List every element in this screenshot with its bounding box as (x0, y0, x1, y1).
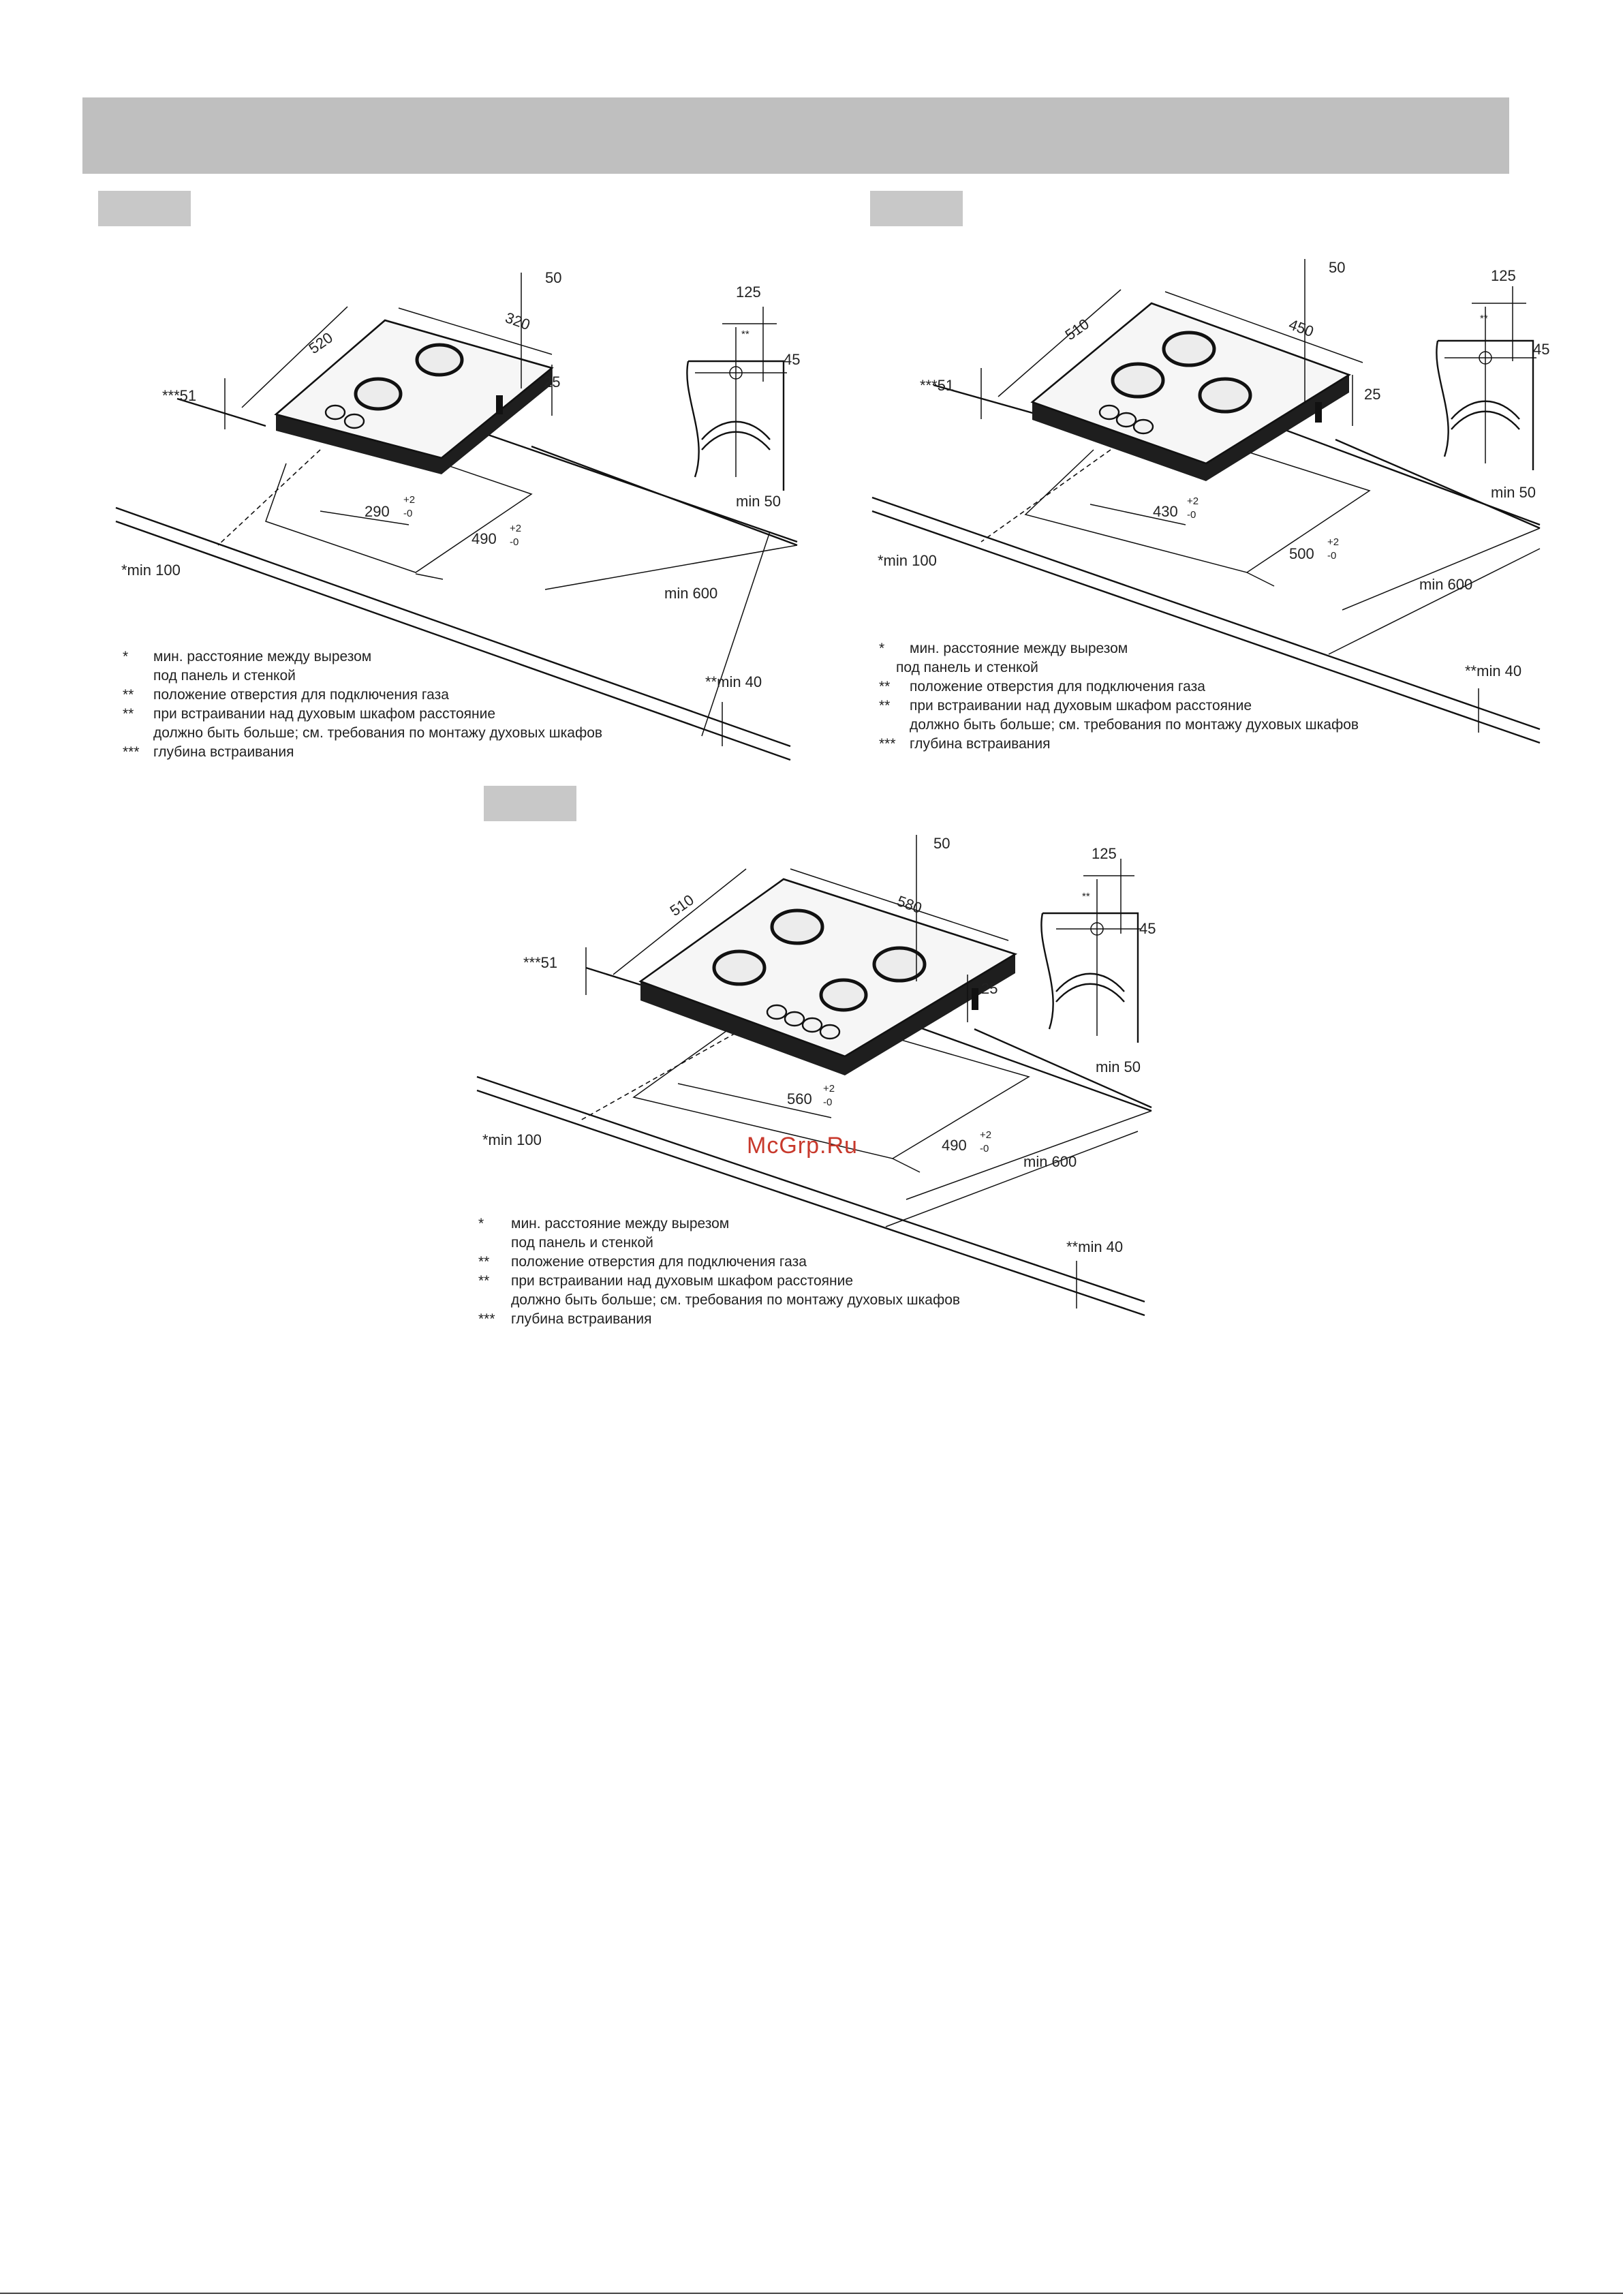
notes: * мин. расстояние между вырезом под пане… (123, 649, 602, 760)
note-mark: *** (879, 736, 896, 752)
note-text: глубина встраивания (910, 736, 1050, 752)
tol-plus-w: +2 (1187, 495, 1199, 507)
tol-plus-d: +2 (510, 523, 521, 534)
dim-gas-mark: ** (741, 328, 749, 340)
dim-depth: 320 (503, 309, 532, 333)
dim-gas-offset: 125 (1491, 267, 1516, 284)
notes: * мин. расстояние между вырезом под пане… (478, 1216, 960, 1327)
dim-gas-mark: ** (1480, 313, 1488, 324)
note-text: должно быть больше; см. требования по мо… (511, 1292, 960, 1308)
dim-front-min: min 600 (664, 585, 717, 602)
dim-cutout-width: 560 (787, 1090, 812, 1107)
dim-side-min: *min 100 (121, 562, 181, 579)
dim-width: 510 (1062, 316, 1092, 344)
dim-gas-offset: 125 (736, 284, 761, 301)
dim-depth-mark: ***51 (920, 377, 954, 394)
tol-minus-d: -0 (1327, 550, 1336, 562)
note-mark: * (478, 1216, 484, 1231)
dim-width: 520 (306, 329, 336, 358)
note-text: при встраивании над духовым шкафом расст… (153, 706, 495, 722)
note-text: должно быть больше; см. требования по мо… (910, 717, 1359, 733)
dim-below-min: **min 40 (705, 673, 762, 690)
note-mark: *** (478, 1311, 495, 1327)
note-text: при встраивании над духовым шкафом расст… (910, 698, 1252, 714)
dim-below-min: **min 40 (1066, 1238, 1123, 1255)
dim-below-min: **min 40 (1465, 662, 1521, 679)
dim-wall-min: min 50 (1096, 1058, 1141, 1075)
footer-divider (0, 2293, 1623, 2294)
dim-gas-height: 45 (1139, 920, 1156, 937)
note-text: мин. расстояние между вырезом (153, 649, 371, 664)
dim-gas-mark: ** (1082, 891, 1090, 902)
dim-wall-min: min 50 (736, 493, 781, 510)
note-mark: ** (123, 687, 134, 703)
note-text: должно быть больше; см. требования по мо… (153, 725, 602, 741)
note-text: мин. расстояние между вырезом (910, 641, 1128, 656)
dim-cutout-depth: 500 (1289, 545, 1314, 562)
dim-gas-offset: 125 (1092, 845, 1117, 862)
figure-tag-3 (484, 786, 576, 821)
dim-back-gap: 50 (933, 835, 950, 852)
note-mark: ** (879, 698, 890, 714)
tol-plus-w: +2 (823, 1083, 835, 1095)
note-text: положение отверстия для подключения газа (511, 1254, 807, 1270)
dim-wall-min: min 50 (1491, 484, 1536, 501)
note-text: положение отверстия для подключения газа (910, 679, 1205, 694)
dim-height-top: 25 (544, 373, 560, 391)
dim-cutout-width: 430 (1153, 503, 1178, 520)
notes: * мин. расстояние между вырезом под пане… (879, 641, 1359, 752)
dim-depth-mark: ***51 (523, 954, 557, 971)
tol-minus-d: -0 (510, 536, 519, 548)
note-mark: * (879, 641, 884, 656)
dim-width: 510 (667, 891, 697, 920)
dim-depth-mark: ***51 (162, 387, 196, 404)
figure-tag-1 (98, 191, 191, 226)
note-text: глубина встраивания (153, 744, 294, 760)
note-text: под панель и стенкой (896, 660, 1038, 675)
note-text: под панель и стенкой (153, 668, 296, 684)
dim-side-min: *min 100 (482, 1131, 542, 1148)
note-text: глубина встраивания (511, 1311, 651, 1327)
note-mark: * (123, 649, 128, 664)
note-mark: ** (478, 1254, 489, 1270)
tol-plus-d: +2 (1327, 536, 1339, 548)
figure-tag-2 (870, 191, 963, 226)
dim-cutout-depth: 490 (472, 530, 497, 547)
installation-diagram-2: 510 450 50 25 ***51 430 +2 -0 500 +2 -0 … (865, 245, 1549, 763)
note-mark: ** (879, 679, 890, 694)
note-mark: ** (123, 706, 134, 722)
installation-diagram-1: 520 320 50 25 ***51 290 +2 -0 490 +2 -0 … (109, 245, 824, 777)
tol-minus-w: -0 (1187, 509, 1196, 521)
dim-back-gap: 50 (1329, 259, 1345, 276)
dim-gas-height: 45 (1533, 341, 1549, 358)
dim-cutout-depth: 490 (942, 1137, 967, 1154)
note-text: при встраивании над духовым шкафом расст… (511, 1273, 853, 1289)
dim-height-top: 25 (1364, 386, 1380, 403)
note-mark: ** (478, 1273, 489, 1289)
note-mark: *** (123, 744, 140, 760)
dim-height-top: 25 (981, 980, 998, 997)
note-text: под панель и стенкой (511, 1235, 653, 1251)
dim-depth: 580 (895, 892, 924, 917)
tol-plus-d: +2 (980, 1129, 991, 1141)
tol-plus-w: +2 (403, 494, 415, 506)
watermark-text: McGrp.Ru (747, 1133, 858, 1159)
dim-side-min: *min 100 (878, 552, 937, 569)
dim-front-min: min 600 (1419, 576, 1472, 593)
dim-front-min: min 600 (1023, 1153, 1077, 1170)
note-text: положение отверстия для подключения газа (153, 687, 449, 703)
dim-gas-height: 45 (784, 351, 800, 368)
tol-minus-d: -0 (980, 1143, 989, 1154)
tol-minus-w: -0 (403, 508, 412, 519)
dim-back-gap: 50 (545, 269, 561, 286)
header-bar (82, 97, 1509, 174)
tol-minus-w: -0 (823, 1097, 832, 1108)
installation-diagram-3: 510 580 50 25 ***51 560 +2 -0 490 +2 -0 … (470, 831, 1158, 1349)
dim-cutout-width: 290 (365, 503, 390, 520)
note-text: мин. расстояние между вырезом (511, 1216, 729, 1231)
